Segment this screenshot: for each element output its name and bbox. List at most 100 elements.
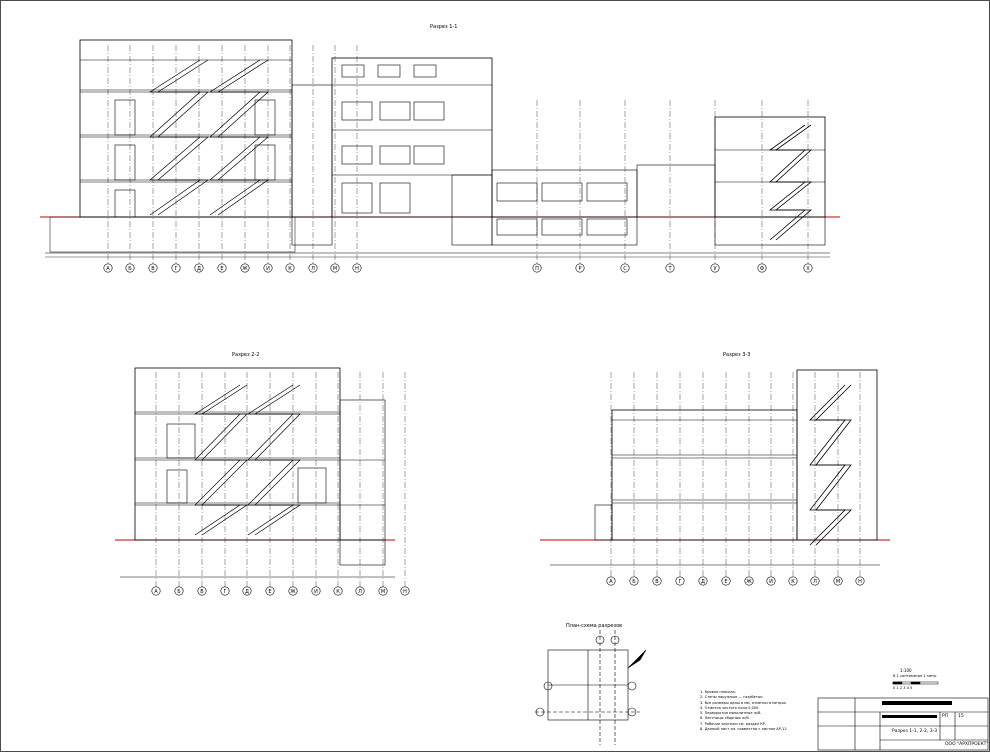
note-line: 3. Все размеры даны в мм, отметки в метр… <box>700 700 787 705</box>
axis-bubble <box>620 263 630 273</box>
axis-bubble <box>103 263 113 273</box>
axis-label: Д <box>701 579 705 585</box>
axis-bubble <box>171 263 181 273</box>
axis-label: Н <box>403 589 407 595</box>
axis-label: А <box>154 589 158 595</box>
axis-label: Х <box>806 266 810 272</box>
axis-bubble <box>665 263 675 273</box>
axis-bubble <box>263 263 273 273</box>
section-2-2-grid-lines <box>155 372 406 588</box>
axis-bubble <box>174 586 184 596</box>
axis-bubble <box>652 576 662 586</box>
axis-bubble <box>803 263 813 273</box>
axis-label: А <box>106 266 110 272</box>
title-block-sheet-number: 15 <box>958 714 964 719</box>
scale-ticks: 0 1 2 3 4 5 <box>893 686 913 690</box>
axis-label: В <box>200 589 204 595</box>
axis-bubble <box>855 576 865 586</box>
axis-label: В <box>151 266 155 272</box>
axis-bubble <box>311 586 321 596</box>
axis-bubble <box>352 263 362 273</box>
axis-bubble <box>285 263 295 273</box>
axis-bubble <box>333 586 343 596</box>
axis-bubble <box>194 263 204 273</box>
axis-label: Ж <box>746 579 752 585</box>
axis-bubble <box>629 576 639 586</box>
axis-bubble <box>575 263 585 273</box>
axis-label: Н <box>858 579 862 585</box>
axis-bubble <box>265 586 275 596</box>
axis-label: И <box>769 579 773 585</box>
axis-label: Л <box>311 266 315 272</box>
axis-bubble <box>242 586 252 596</box>
note-line: 6. Лестницы сборные ж/б. <box>700 716 750 721</box>
axis-bubble <box>698 576 708 586</box>
axis-label: М <box>381 589 385 595</box>
general-notes: 1. Кровля плоская. 2. Стены наружные — г… <box>700 690 810 732</box>
axis-label: Ф <box>760 266 765 272</box>
section-3-3-drawing <box>540 369 890 566</box>
axis-bubble <box>197 586 207 596</box>
axis-bubble <box>766 576 776 586</box>
axis-bubble <box>606 576 616 586</box>
axis-label: П <box>535 266 539 272</box>
axis-label: Ж <box>290 589 296 595</box>
axis-label: У <box>713 266 716 272</box>
axis-bubble <box>355 586 365 596</box>
section-2-2-title: Разрез 2-2 <box>232 352 260 358</box>
axis-label: И <box>314 589 318 595</box>
title-block-sheet-name: Разрез 1-1, 2-2, 3-3 <box>892 729 938 734</box>
axis-bubble <box>675 576 685 586</box>
axis-label: Б <box>128 266 132 272</box>
axis-label: В <box>655 579 659 585</box>
axis-bubble <box>330 263 340 273</box>
section-2-2-drawing <box>115 367 395 578</box>
section-1-1-title: Разрез 1-1 <box>430 24 458 30</box>
section-3-3-grid-lines <box>610 372 861 578</box>
axis-bubble <box>757 263 767 273</box>
axis-label: Г <box>223 589 226 595</box>
scale-ratio: 1:100 <box>900 668 912 673</box>
axis-bubble <box>125 263 135 273</box>
axis-bubble <box>217 263 227 273</box>
title-block-company: ООО "АРХПРОЕКТ" <box>945 742 989 747</box>
axis-bubble <box>288 586 298 596</box>
axis-label: Л <box>358 589 362 595</box>
axis-bubble <box>744 576 754 586</box>
key-plan-drawing <box>535 630 647 745</box>
axis-label: Е <box>724 579 727 585</box>
note-line: 1. Кровля плоская. <box>700 690 736 694</box>
axis-bubble <box>148 263 158 273</box>
note-line: 4. Отметка чистого пола 0,000. <box>700 705 760 710</box>
axis-bubble <box>151 586 161 596</box>
axis-label: Н <box>355 266 359 272</box>
note-line: 7. Рабочие чертежи см. раздел КР. <box>700 721 767 726</box>
axis-label: С <box>623 266 627 272</box>
section-3-3-title: Разрез 3-3 <box>723 352 751 358</box>
axis-bubble <box>810 576 820 586</box>
axis-label: К <box>288 266 292 272</box>
note-line: 5. Перекрытия монолитные ж/б. <box>700 711 762 716</box>
axis-label: Ж <box>242 266 248 272</box>
title-block-frame <box>817 697 989 751</box>
axis-bubble <box>400 586 410 596</box>
axis-label: Г <box>174 266 177 272</box>
note-line: 2. Стены наружные — газобетон. <box>700 695 764 700</box>
axis-label: Д <box>197 266 201 272</box>
axis-bubble <box>833 576 843 586</box>
axis-label: Д <box>245 589 249 595</box>
key-plan-title: План-схема разрезов <box>566 623 623 629</box>
axis-bubble <box>308 263 318 273</box>
axis-label: И <box>266 266 270 272</box>
axis-bubble <box>378 586 388 596</box>
scale-note: В 1 сантиметре 1 метр <box>893 674 937 678</box>
axis-bubble <box>788 576 798 586</box>
axis-label: Е <box>220 266 223 272</box>
axis-label: Е <box>268 589 271 595</box>
title-block-stage: РП <box>942 714 949 719</box>
axis-label: К <box>336 589 340 595</box>
